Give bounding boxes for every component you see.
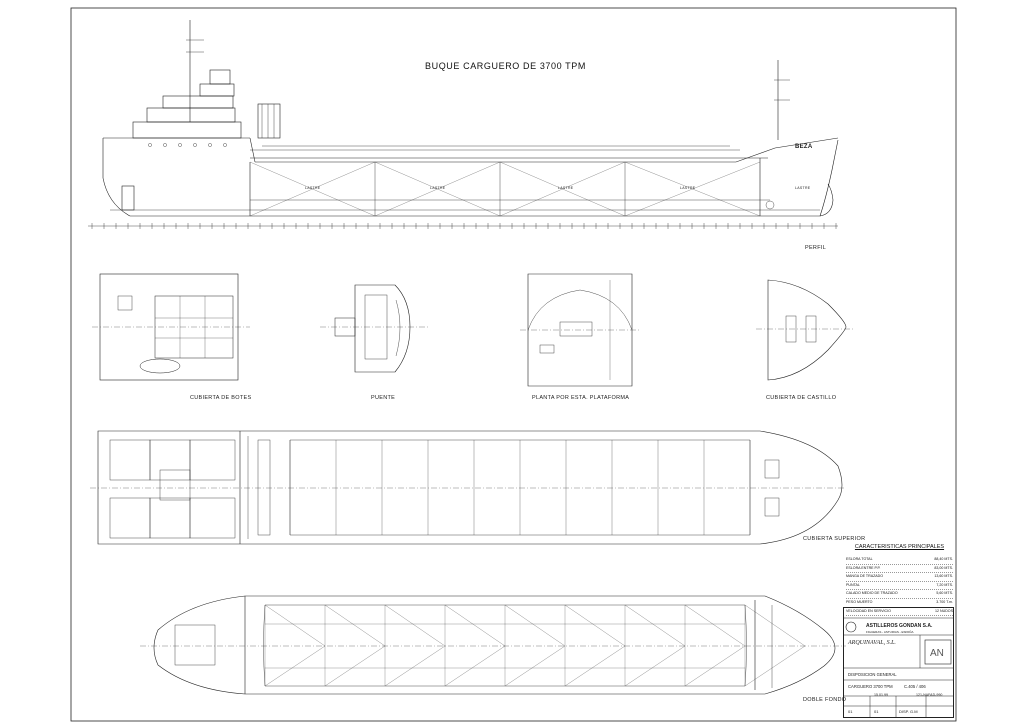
designer-logo: AN (930, 648, 944, 659)
drawing-title: BUQUE CARGUERO DE 3700 TPM (425, 61, 586, 71)
floor-diagonal (684, 604, 746, 647)
bridge-view (320, 284, 428, 373)
floor-diagonal (684, 645, 746, 687)
tank-label: LASTRE (305, 186, 321, 190)
floor-diagonal (324, 604, 386, 647)
hull-number: C.405 / 406 (904, 684, 926, 689)
label-forecastle: CUBIERTA DE CASTILLO (766, 395, 837, 401)
characteristic-row: MANGA DE TRAZADO 13,60 MTS. (846, 573, 953, 582)
floor-diagonal (384, 645, 446, 687)
floor-diagonal (564, 604, 626, 647)
characteristic-row: VELOCIDAD EN SERVICIO 12 NUDOS (846, 608, 953, 617)
floor-diagonal (564, 645, 626, 687)
sheet-border (70, 7, 957, 722)
characteristic-key: VELOCIDAD EN SERVICIO (846, 608, 891, 613)
characteristic-value: 13,60 MTS. (934, 574, 953, 579)
characteristic-value: 5,60 MTS. (936, 591, 953, 596)
title-block: ASTILLEROS GONDAN S.A. FIGUERAS - ASTURI… (843, 607, 954, 718)
characteristic-row: ESLORA ENTRE P.P. 83,00 MTS. (846, 565, 953, 574)
characteristic-value: 3.700 T.m. (936, 599, 953, 604)
characteristic-value: 12 NUDOS (935, 608, 953, 613)
builder-name: ASTILLEROS GONDAN S.A. (866, 623, 933, 629)
main-characteristics: CARACTERISTICAS PRINCIPALES ESLORA TOTAL… (846, 544, 953, 617)
characteristic-key: ESLORA TOTAL (846, 557, 873, 561)
label-upper-deck: CUBIERTA SUPERIOR (803, 536, 866, 542)
floor-diagonal (504, 604, 566, 647)
characteristic-value: 7,20 MTS. (936, 582, 953, 587)
profile-portholes (148, 143, 775, 210)
floor-diagonal (264, 604, 326, 647)
builder-location: FIGUERAS - ASTURIAS - ESPAÑA (866, 630, 914, 634)
characteristic-key: PESO MUERTO (846, 599, 873, 604)
title-block-grid (843, 617, 954, 718)
profile-view (88, 20, 839, 227)
characteristic-value: 83,00 MTS. (934, 565, 953, 570)
double-bottom-divisions (264, 604, 806, 687)
frame-scale (91, 223, 837, 229)
tank-label: LASTRE (430, 186, 446, 190)
characteristic-key: ESLORA ENTRE P.P. (846, 565, 881, 570)
label-profile: PERFIL (805, 245, 827, 251)
tank-label: LASTRE (680, 186, 696, 190)
floor-diagonal (324, 645, 386, 687)
drawing-date: 15.01.99 (874, 693, 888, 697)
platform-view (520, 273, 640, 387)
characteristic-row: PUNTAL 7,20 MTS. (846, 582, 953, 591)
tank-label: LASTRE (795, 186, 811, 190)
drawing-number: 121-NAFAD-990 (916, 693, 943, 697)
characteristic-row: ESLORA TOTAL 88,40 MTS. (846, 556, 953, 565)
drawing-name: DISPOSICION GENERAL (848, 672, 897, 677)
characteristic-key: CALADO MEDIO DE TRAZADO (846, 591, 898, 596)
sheet-code: DISP. G.M (899, 709, 918, 714)
floor-diagonal (384, 604, 446, 647)
hatch-divisions (289, 440, 751, 535)
revision-2: 01 (874, 709, 879, 714)
upper-deck-view (90, 430, 846, 545)
ship-name: BEZA (795, 144, 813, 150)
characteristic-key: PUNTAL (846, 582, 860, 587)
revision-1: 01 (848, 709, 853, 714)
label-bridge: PUENTE (371, 395, 396, 401)
label-platform: PLANTA POR ESTA. PLATAFORMA (532, 395, 630, 401)
characteristic-row: CALADO MEDIO DE TRAZADO 5,60 MTS. (846, 590, 953, 599)
floor-diagonal (744, 645, 806, 687)
floor-diagonal (504, 645, 566, 687)
floor-diagonal (624, 604, 686, 647)
floor-diagonal (264, 645, 326, 687)
forecastle-view (756, 279, 854, 381)
characteristic-value: 88,40 MTS. (934, 557, 953, 561)
floor-diagonal (444, 604, 506, 647)
floor-diagonal (744, 604, 806, 647)
double-bottom-view (140, 595, 846, 695)
tank-label: LASTRE (558, 186, 574, 190)
designer-name: ARQUINAVAL, S.L. (848, 640, 896, 646)
characteristic-key: MANGA DE TRAZADO (846, 574, 884, 579)
label-boat-deck: CUBIERTA DE BOTES (190, 395, 252, 401)
label-double-bottom: DOBLE FONDO (803, 697, 847, 703)
floor-diagonal (444, 645, 506, 687)
floor-diagonal (624, 645, 686, 687)
characteristics-heading: CARACTERISTICAS PRINCIPALES (854, 544, 945, 550)
boat-deck-view (92, 273, 250, 381)
project-name: CARGUERO 3700 TPM (848, 684, 893, 689)
